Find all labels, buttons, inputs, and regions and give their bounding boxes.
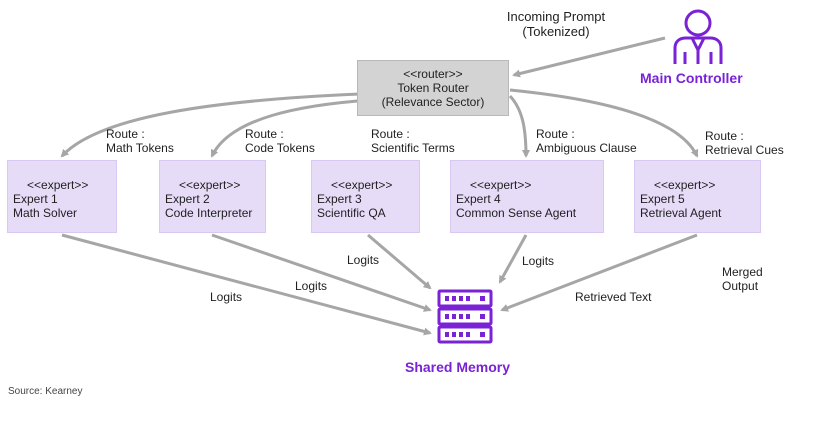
router-name: Token Router bbox=[397, 81, 469, 95]
route-prefix-1: Route : bbox=[106, 127, 145, 141]
merged-output-line-1: Merged bbox=[722, 265, 763, 279]
route-arrow-4 bbox=[508, 94, 530, 158]
logits-arrow-1 bbox=[61, 233, 432, 336]
incoming-prompt-line-2: (Tokenized) bbox=[522, 24, 590, 39]
shared-memory-title: Shared Memory bbox=[405, 359, 511, 375]
route-label-5: Route : Retrieval Cues bbox=[705, 129, 784, 157]
expert-box-1: <<expert>> Expert 1 Math Solver bbox=[7, 160, 117, 233]
expert-id-4: Expert 4 bbox=[456, 192, 501, 206]
logits-arrow-2 bbox=[211, 233, 432, 312]
logits-arrow-3 bbox=[367, 233, 432, 290]
route-text-5: Retrieval Cues bbox=[705, 143, 784, 157]
route-text-2: Code Tokens bbox=[245, 141, 315, 155]
expert-stereotype-2: <<expert>> bbox=[179, 178, 241, 192]
expert-box-5: <<expert>> Expert 5 Retrieval Agent bbox=[634, 160, 761, 233]
route-label-2: Route : Code Tokens bbox=[245, 127, 315, 155]
route-prefix-2: Route : bbox=[245, 127, 284, 141]
expert-id-3: Expert 3 bbox=[317, 192, 362, 206]
retrieved-text-label: Retrieved Text bbox=[575, 290, 652, 304]
expert-stereotype-4: <<expert>> bbox=[470, 178, 532, 192]
route-label-1: Route : Math Tokens bbox=[106, 127, 174, 155]
route-label-4: Route : Ambiguous Clause bbox=[536, 127, 637, 155]
expert-id-2: Expert 2 bbox=[165, 192, 210, 206]
incoming-prompt-label: Incoming Prompt (Tokenized) bbox=[500, 9, 612, 39]
route-arrow-5 bbox=[509, 88, 699, 158]
expert-name-5: Retrieval Agent bbox=[640, 206, 722, 220]
route-prefix-5: Route : bbox=[705, 129, 744, 143]
logits-label-2: Logits bbox=[295, 279, 328, 293]
person-icon bbox=[673, 9, 723, 64]
route-text-1: Math Tokens bbox=[106, 141, 174, 155]
incoming-prompt-line-1: Incoming Prompt bbox=[506, 9, 606, 24]
source-note: Source: Kearney bbox=[8, 386, 83, 397]
expert-name-1: Math Solver bbox=[13, 206, 78, 220]
server-icon bbox=[437, 289, 493, 344]
router-stereotype: <<router>> bbox=[403, 67, 463, 81]
expert-box-3: <<expert>> Expert 3 Scientific QA bbox=[311, 160, 420, 233]
logits-label-3: Logits bbox=[347, 253, 380, 267]
expert-box-2: <<expert>> Expert 2 Code Interpreter bbox=[159, 160, 266, 233]
logits-label-4: Logits bbox=[522, 254, 555, 268]
logits-label-1: Logits bbox=[210, 290, 243, 304]
merged-output-line-2: Output bbox=[722, 279, 759, 293]
expert-stereotype-3: <<expert>> bbox=[331, 178, 393, 192]
route-text-4: Ambiguous Clause bbox=[536, 141, 637, 155]
route-prefix-3: Route : bbox=[371, 127, 410, 141]
expert-name-4: Common Sense Agent bbox=[456, 206, 577, 220]
expert-box-4: <<expert>> Expert 4 Common Sense Agent bbox=[450, 160, 604, 233]
token-router-box: <<router>> Token Router (Relevance Secto… bbox=[357, 60, 509, 116]
route-prefix-4: Route : bbox=[536, 127, 575, 141]
retrieved-arrow bbox=[500, 233, 698, 312]
expert-id-5: Expert 5 bbox=[640, 192, 685, 206]
expert-name-3: Scientific QA bbox=[317, 206, 386, 220]
expert-stereotype-1: <<expert>> bbox=[27, 178, 89, 192]
expert-name-2: Code Interpreter bbox=[165, 206, 253, 220]
prompt-arrow bbox=[512, 36, 666, 78]
expert-id-1: Expert 1 bbox=[13, 192, 58, 206]
merged-output-label: Merged Output bbox=[722, 265, 763, 293]
expert-stereotype-5: <<expert>> bbox=[654, 178, 716, 192]
router-detail: (Relevance Sector) bbox=[381, 95, 485, 109]
route-label-3: Route : Scientific Terms bbox=[371, 127, 455, 155]
route-arrow-2 bbox=[210, 98, 371, 158]
logits-arrow-4 bbox=[498, 234, 528, 284]
main-controller-title: Main Controller bbox=[640, 70, 743, 86]
route-arrow-1 bbox=[60, 92, 361, 158]
route-text-3: Scientific Terms bbox=[371, 141, 455, 155]
